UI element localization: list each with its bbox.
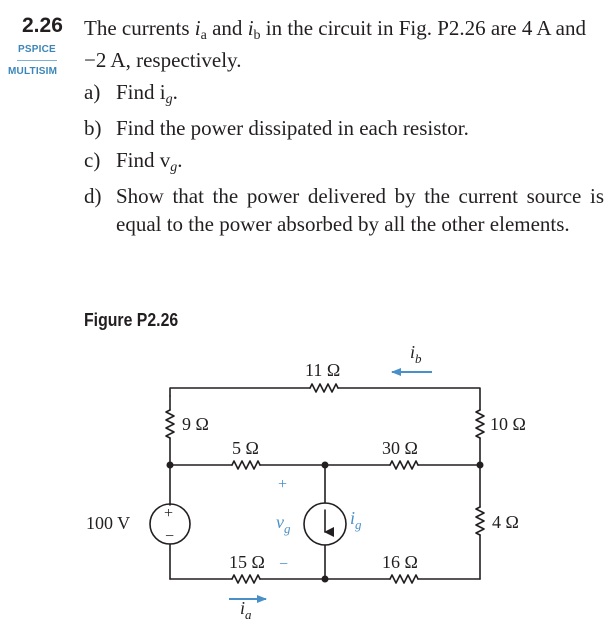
label-ib: ib [410,342,422,366]
node-center-bot [321,575,329,583]
vsrc-minus: − [165,528,174,545]
node-right-mid [476,461,484,469]
vg-plus: + [278,476,287,493]
label-r4: 4 Ω [492,512,519,532]
part-b: b) Find the power dissipated in each res… [84,116,469,140]
resistor-16 [389,574,419,584]
resistor-15 [231,574,261,584]
figure-caption: Figure P2.26 [84,310,179,330]
var-ia: i [194,16,201,40]
multisim-badge: MULTISIM [8,66,58,77]
wire-top-right [337,387,481,411]
resistor-9 [165,409,175,439]
label-r9: 9 Ω [182,414,209,434]
resistor-10 [475,409,485,439]
label-vsrc: 100 V [86,513,130,533]
problem-statement: The currents ia and ib in the circuit in… [84,16,586,72]
problem-parts: a) Find ig. b) Find the power dissipated… [84,78,604,242]
part-c: c) Find vg. [84,148,183,175]
var-ib: i [247,16,254,40]
pspice-badge: PSPICE [17,44,57,61]
label-r11: 11 Ω [305,360,340,380]
label-r10: 10 Ω [490,414,526,434]
label-ig: ig [350,508,362,532]
label-r5: 5 Ω [232,438,259,458]
label-ia: ia [240,598,252,620]
label-vg: vg [276,512,291,536]
resistor-30 [389,460,419,470]
node-left-mid [166,461,174,469]
part-a: a) Find ig. [84,80,178,107]
label-r15: 15 Ω [229,552,265,572]
vsrc-plus: + [164,505,173,522]
node-center-mid [321,461,329,469]
resistor-5 [231,460,261,470]
label-r16: 16 Ω [382,552,418,572]
vg-minus: − [279,556,288,573]
label-r30: 30 Ω [382,438,418,458]
problem-number: 2.26 [22,14,63,37]
part-d: d) Show that the power delivered by the … [84,184,604,236]
resistor-4 [475,506,485,536]
wire-top [169,387,311,397]
resistor-11 [309,383,339,393]
